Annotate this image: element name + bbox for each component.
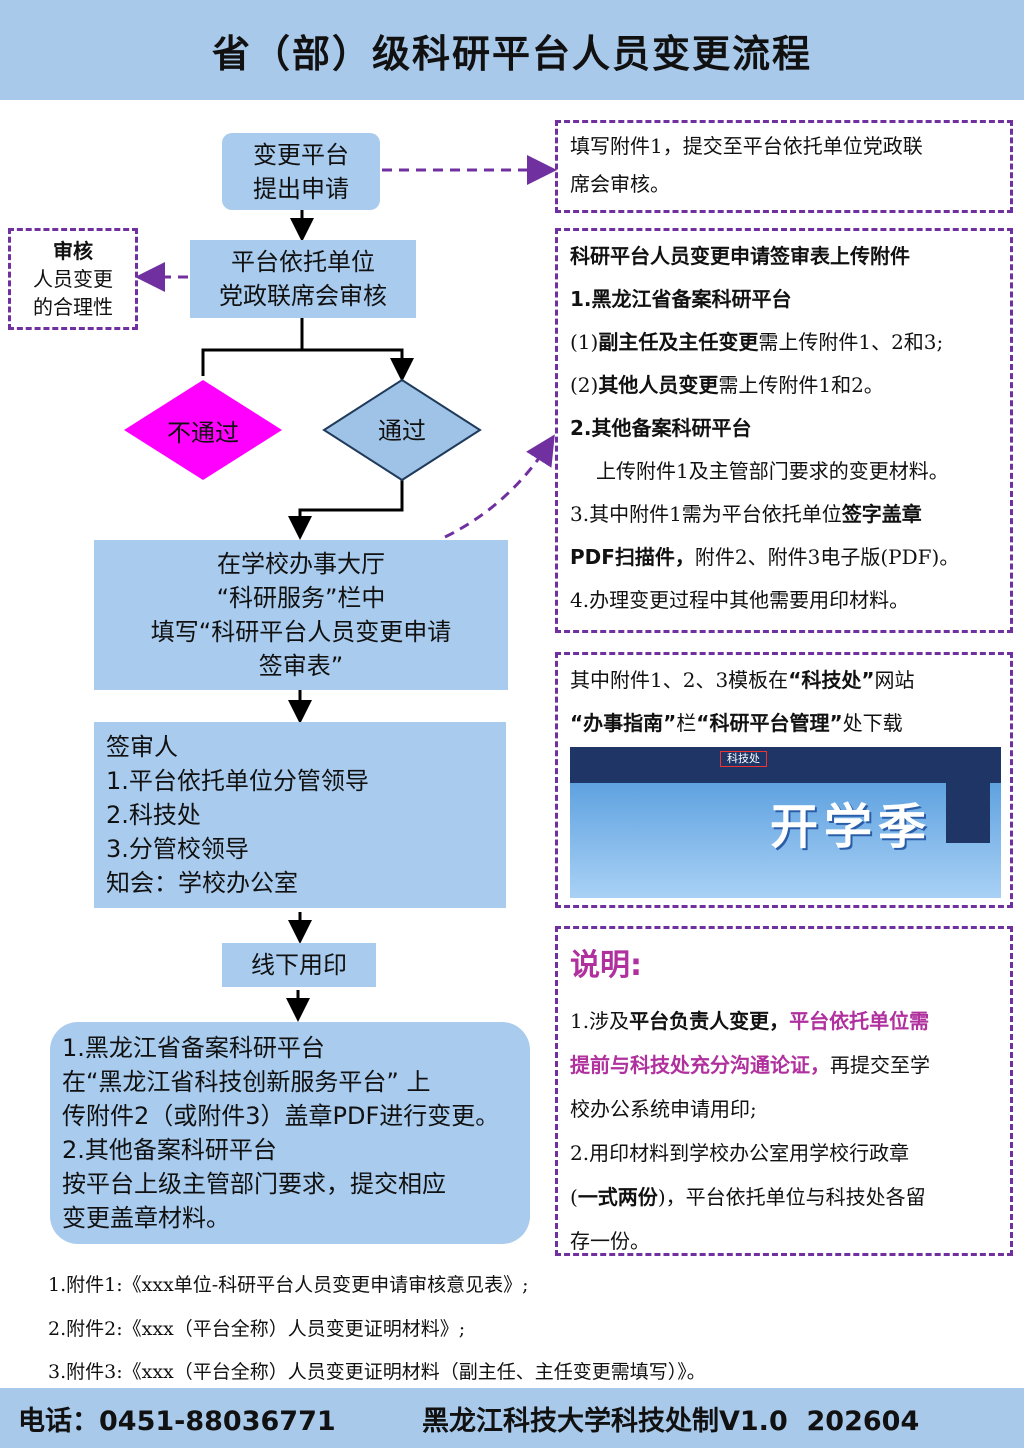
text: 栏 bbox=[676, 711, 697, 735]
step-fill-form: 在学校办事大厅 “科研服务”栏中填写“科研平台人员变更申请签审表” bbox=[94, 540, 508, 690]
text: 3.分管校领导 bbox=[106, 835, 249, 863]
text: 存一份。 bbox=[570, 1229, 650, 1253]
text: 签字盖章 bbox=[841, 502, 922, 526]
text: 网站 bbox=[874, 668, 915, 692]
text: 上传附件1及主管部门要求的变更材料。 bbox=[596, 459, 949, 483]
text: 的合理性 bbox=[33, 295, 113, 319]
text: 其中附件1、2、3模板在 bbox=[570, 668, 789, 692]
text: 提出申请 bbox=[253, 174, 349, 203]
text: 党政联席会审核 bbox=[219, 282, 387, 310]
step-signers: 签审人 1.平台依托单位分管领导 2.科技处 3.分管校领导知会：学校办公室 bbox=[94, 722, 506, 908]
text: PDF扫描件， bbox=[570, 545, 695, 569]
text: 副主任及主任变更 bbox=[598, 330, 759, 354]
pass-diamond bbox=[322, 378, 482, 482]
arrow bbox=[201, 318, 402, 376]
text: 填写附件1，提交至平台依托单位党政联 bbox=[570, 134, 923, 158]
step-review: 平台依托单位党政联席会审核 bbox=[190, 240, 416, 318]
right-box-attachments: 科研平台人员变更申请签审表上传附件 1.黑龙江省备案科研平台 (1)副主任及主任… bbox=[555, 228, 1013, 633]
text: 1.平台依托单位分管领导 bbox=[106, 767, 369, 795]
review-note: 审核人员变更的合理性 bbox=[8, 228, 138, 330]
text: 提前与科技处充分沟通论证， bbox=[570, 1053, 830, 1077]
footnote: 1.附件1:《xxx单位-科研平台人员变更申请审核意见表》; bbox=[48, 1274, 529, 1296]
text: 传附件2（或附件3）盖章PDF进行变更。 bbox=[62, 1102, 500, 1130]
text: 校办公系统申请用印; bbox=[570, 1097, 757, 1121]
text: 签审人 bbox=[106, 733, 178, 761]
reject-label: 不通过 bbox=[167, 418, 239, 447]
site-label: 科技处 bbox=[720, 751, 767, 767]
text: 1.黑龙江省备案科研平台 bbox=[570, 287, 792, 311]
text: 需上传附件1、2和3; bbox=[758, 330, 944, 354]
arrow bbox=[288, 480, 404, 540]
page-title: 省（部）级科研平台人员变更流程 bbox=[0, 0, 1024, 100]
text: 其他人员变更 bbox=[598, 373, 719, 397]
text: 2.其他备案科研平台 bbox=[570, 416, 752, 440]
text: )，平台依托单位与科技处各留 bbox=[657, 1185, 926, 1209]
text: 平台依托单位 bbox=[231, 248, 375, 276]
text: 平台依托单位需 bbox=[789, 1009, 930, 1033]
text: ( bbox=[570, 1185, 578, 1209]
reject-diamond bbox=[124, 380, 282, 480]
text: 1.黑龙江省备案科研平台 bbox=[62, 1034, 325, 1062]
text: 2.其他备案科研平台 bbox=[62, 1136, 277, 1164]
text: 2.科技处 bbox=[106, 801, 201, 829]
right-box-notes: 说明: 1.涉及平台负责人变更，平台依托单位需 提前与科技处充分沟通论证，再提交… bbox=[555, 926, 1013, 1256]
right-box-submit: 填写附件1，提交至平台依托单位党政联席会审核。 bbox=[555, 120, 1013, 213]
text: 需上传附件1和2。 bbox=[718, 373, 884, 397]
text: 一式两份 bbox=[577, 1185, 658, 1209]
right-box-templates: 其中附件1、2、3模板在“科技处”网站 “办事指南”栏“科研平台管理”处下载 科… bbox=[555, 652, 1013, 908]
text: 4.办理变更过程中其他需要用印材料。 bbox=[570, 588, 910, 612]
step-seal: 线下用印 bbox=[222, 943, 376, 987]
org-version: 黑龙江科技大学科技处制V1.0 202604 bbox=[422, 1405, 920, 1437]
footnote: 2.附件2:《xxx（平台全称）人员变更证明材料》; bbox=[48, 1318, 466, 1340]
text: “科研服务”栏中 bbox=[216, 584, 386, 612]
text: 席会审核。 bbox=[570, 172, 670, 196]
text: 在“黑龙江省科技创新服务平台” 上 bbox=[62, 1068, 431, 1096]
text: 在学校办事大厅 bbox=[217, 550, 385, 578]
text: 1.涉及 bbox=[570, 1009, 630, 1033]
phone: 电话：0451-88036771 bbox=[18, 1405, 336, 1437]
pass-label: 通过 bbox=[378, 416, 426, 445]
text: 审核 bbox=[53, 239, 93, 263]
text: 附件2、附件3电子版(PDF)。 bbox=[694, 545, 960, 569]
text: 3.其中附件1需为平台依托单位 bbox=[570, 502, 842, 526]
website-screenshot: 科技处 开学季 bbox=[570, 747, 1001, 898]
text: 平台负责人变更， bbox=[629, 1009, 790, 1033]
text: 处下载 bbox=[842, 711, 903, 735]
text: 变更盖章材料。 bbox=[62, 1204, 230, 1232]
footnote: 3.附件3:《xxx（平台全称）人员变更证明材料（副主任、主任变更需填写）》。 bbox=[48, 1361, 706, 1383]
text: 人员变更 bbox=[33, 267, 113, 291]
text: 科研平台人员变更申请签审表上传附件 bbox=[570, 244, 910, 268]
text: “科研平台管理” bbox=[696, 711, 843, 735]
notes-title: 说明: bbox=[570, 948, 642, 983]
text: 填写“科研平台人员变更申请 bbox=[150, 618, 452, 646]
text: (2) bbox=[570, 373, 599, 397]
step-apply: 变更平台提出申请 bbox=[222, 133, 380, 210]
text: 按平台上级主管部门要求，提交相应 bbox=[62, 1170, 446, 1198]
dropdown-menu bbox=[946, 783, 990, 843]
text: 2.用印材料到学校办公室用学校行政章 bbox=[570, 1141, 910, 1165]
text: 知会：学校办公室 bbox=[106, 869, 298, 897]
banner-text: 开学季 bbox=[770, 799, 933, 855]
text: 再提交至学 bbox=[830, 1053, 930, 1077]
dashed-arrow bbox=[444, 434, 555, 539]
text: 变更平台 bbox=[253, 140, 349, 169]
text: “科技处” bbox=[788, 668, 875, 692]
text: 签审表” bbox=[258, 652, 344, 680]
step-final: 1.黑龙江省备案科研平台在“黑龙江省科技创新服务平台” 上传附件2（或附件3）盖… bbox=[50, 1022, 530, 1244]
text: (1) bbox=[570, 330, 599, 354]
text: “办事指南” bbox=[570, 711, 677, 735]
footer: 电话：0451-88036771 黑龙江科技大学科技处制V1.0 202604 bbox=[0, 1388, 1024, 1448]
